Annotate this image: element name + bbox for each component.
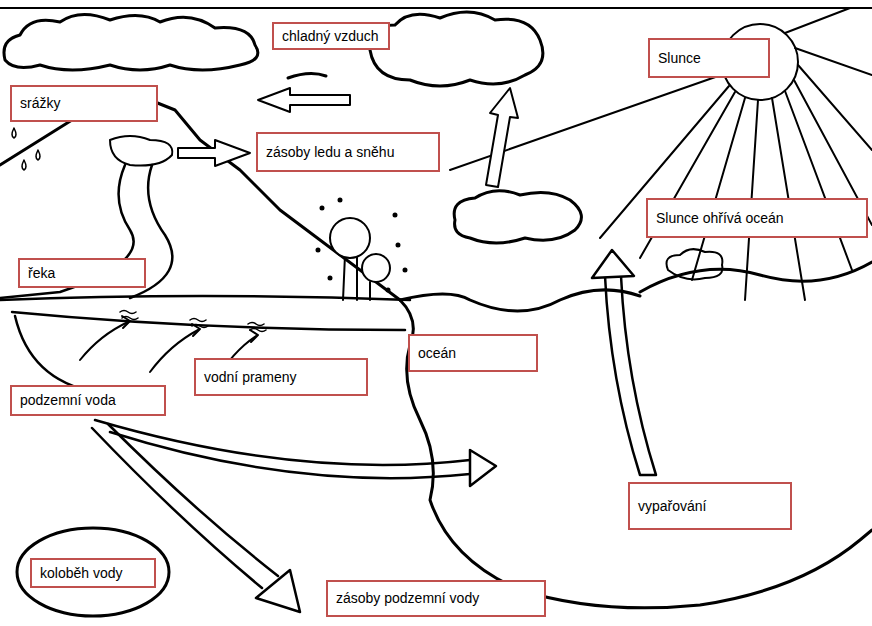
tree-part bbox=[387, 289, 390, 292]
tree-part bbox=[397, 244, 400, 247]
ocean bbox=[400, 262, 872, 608]
river-part bbox=[12, 312, 405, 330]
label-text: Slunce bbox=[658, 50, 701, 67]
tree-part bbox=[329, 277, 332, 280]
label-text: vodní prameny bbox=[204, 369, 297, 386]
label-box: oceán bbox=[408, 334, 538, 372]
groundwater-arrow-part bbox=[470, 450, 496, 486]
label-box: vodní prameny bbox=[194, 358, 368, 396]
wind-mark-part bbox=[288, 73, 326, 78]
springs-part bbox=[120, 311, 266, 332]
label-box: zásoby podzemní vody bbox=[326, 580, 546, 617]
cloud-part bbox=[369, 12, 543, 86]
cloud-part bbox=[4, 14, 258, 70]
wind-mark bbox=[288, 73, 326, 78]
label-box: chladný vzduch bbox=[272, 22, 390, 50]
label-text: Slunce ohřívá oceán bbox=[656, 210, 784, 227]
mountain bbox=[0, 95, 400, 300]
springs-part bbox=[250, 330, 258, 342]
groundwater-arrow-part bbox=[256, 570, 300, 612]
evaporation-arrow bbox=[592, 250, 656, 475]
mountain-part bbox=[0, 95, 400, 300]
sun-part bbox=[450, 8, 872, 300]
ocean-part bbox=[640, 262, 872, 292]
tree-part bbox=[343, 255, 357, 300]
sun bbox=[450, 8, 872, 300]
label-box: Slunce bbox=[648, 38, 770, 78]
frame-line-part bbox=[0, 7, 872, 9]
hollow-arrow bbox=[178, 88, 518, 187]
tree-part bbox=[369, 282, 371, 300]
rain-drops-part bbox=[36, 150, 40, 160]
springs-part bbox=[80, 322, 128, 360]
tree-part bbox=[362, 254, 390, 282]
hollow-arrow-part bbox=[178, 140, 250, 166]
evaporation-arrow-part bbox=[592, 250, 634, 278]
ocean-part bbox=[400, 290, 640, 311]
cloud bbox=[4, 12, 722, 279]
label-text: srážky bbox=[20, 95, 60, 112]
tree-part bbox=[339, 199, 342, 202]
hollow-arrow-part bbox=[258, 88, 350, 112]
tree bbox=[317, 199, 407, 301]
hollow-arrow-part bbox=[486, 88, 518, 187]
title-ellipse bbox=[17, 528, 169, 616]
label-box: Slunce ohřívá oceán bbox=[646, 198, 868, 238]
rain-drops-part bbox=[22, 160, 26, 170]
label-box: zásoby ledu a sněhu bbox=[256, 132, 440, 172]
tree-part bbox=[321, 207, 324, 210]
label-text: řeka bbox=[28, 265, 55, 282]
label-text: podzemní voda bbox=[20, 392, 116, 409]
tree-part bbox=[394, 214, 397, 217]
groundwater-arrow-part bbox=[95, 420, 470, 478]
label-text: zásoby podzemní vody bbox=[336, 590, 479, 607]
evaporation-arrow-part bbox=[605, 276, 656, 475]
label-text: koloběh vody bbox=[40, 565, 123, 582]
cloud-part bbox=[454, 191, 581, 243]
label-box: srážky bbox=[10, 85, 158, 122]
tree-part bbox=[330, 218, 370, 258]
label-box: vypařování bbox=[628, 482, 792, 530]
title-ellipse-part bbox=[17, 528, 169, 616]
label-text: zásoby ledu a sněhu bbox=[266, 144, 394, 161]
rain-drops-part bbox=[12, 128, 16, 138]
label-box: řeka bbox=[18, 258, 146, 288]
label-text: oceán bbox=[418, 345, 456, 362]
tree-part bbox=[317, 249, 320, 252]
label-text: vypařování bbox=[638, 498, 706, 515]
label-text: chladný vzduch bbox=[282, 28, 379, 45]
label-box: podzemní voda bbox=[10, 385, 166, 416]
river-part bbox=[15, 316, 95, 392]
springs-part bbox=[150, 330, 198, 372]
mountain-part bbox=[110, 136, 172, 166]
label-box: koloběh vody bbox=[30, 558, 156, 588]
frame-line bbox=[0, 7, 872, 9]
tree-part bbox=[404, 269, 407, 272]
ocean-part bbox=[400, 300, 872, 608]
river-part bbox=[0, 296, 410, 300]
rain-drops bbox=[12, 128, 40, 170]
